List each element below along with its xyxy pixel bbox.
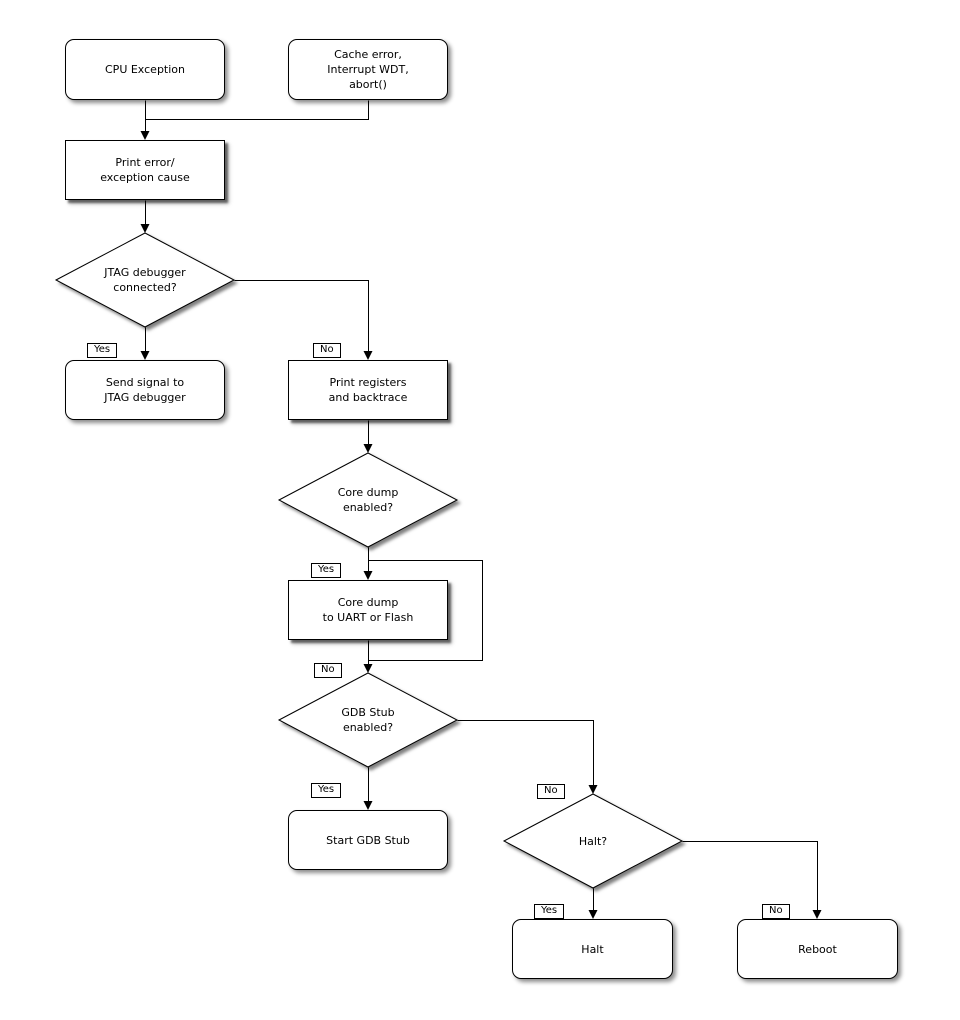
edge-label-jtag-no: No (313, 343, 341, 358)
node-cache-error: Cache error, Interrupt WDT, abort() (288, 39, 448, 100)
arrowheads (140, 131, 822, 919)
node-start-gdb-stub: Start GDB Stub (288, 810, 448, 870)
diamond-halt-question (502, 793, 684, 889)
diamond-jtag-connected (54, 232, 236, 328)
diamond-gdb-stub-enabled (277, 672, 459, 768)
edge-cacheerror-to-printerror (145, 100, 369, 120)
node-label: JTAG debugger (104, 391, 186, 404)
node-label: Send signal to (105, 376, 185, 389)
arrow-icon (588, 910, 598, 919)
arrow-icon (140, 131, 150, 140)
arrow-icon (363, 571, 373, 580)
edge-label-gdbstub-yes: Yes (311, 783, 342, 798)
node-halt: Halt (512, 919, 673, 979)
arrow-icon (363, 351, 373, 360)
node-cpu-exception: CPU Exception (65, 39, 225, 100)
arrow-icon (588, 785, 598, 794)
node-label: Cache error, (334, 48, 402, 61)
edge-label-halt-yes: Yes (534, 904, 565, 919)
arrow-icon (363, 801, 373, 810)
node-core-dump: Core dump to UART or Flash (288, 580, 448, 640)
node-label: and backtrace (328, 391, 408, 404)
node-label: Print registers (329, 376, 407, 389)
edge-label-coredump-yes: Yes (311, 563, 342, 578)
diamond-core-dump-enabled (277, 452, 459, 548)
edge-label-gdbstub-no: No (537, 784, 565, 799)
arrow-icon (363, 664, 373, 673)
edge-gdbq-no (457, 720, 594, 787)
edge-coredumpq-no-bypass (368, 560, 483, 661)
node-label: Halt (581, 942, 604, 956)
decision-diamonds (54, 232, 684, 889)
arrow-icon (140, 351, 150, 360)
arrow-icon (363, 444, 373, 453)
edge-label-coredump-no: No (314, 663, 342, 678)
edge-haltq-no (682, 841, 818, 912)
node-label: Core dump (337, 596, 399, 609)
node-send-signal: Send signal to JTAG debugger (65, 360, 225, 420)
edge-label-jtag-yes: Yes (87, 343, 118, 358)
node-label: to UART or Flash (322, 611, 414, 624)
node-label: exception cause (100, 171, 190, 184)
node-print-error: Print error/ exception cause (65, 140, 225, 200)
node-reboot: Reboot (737, 919, 898, 979)
node-label: abort() (349, 78, 387, 91)
arrow-icon (812, 910, 822, 919)
edge-lines (145, 100, 818, 912)
node-label: Print error/ (115, 156, 175, 169)
node-print-registers: Print registers and backtrace (288, 360, 448, 420)
edge-label-halt-no: No (762, 904, 790, 919)
edge-jtag-no (234, 280, 369, 353)
node-label: Start GDB Stub (326, 833, 410, 847)
arrow-icon (140, 224, 150, 233)
node-label: CPU Exception (105, 63, 185, 76)
node-label: Reboot (798, 942, 837, 956)
node-label: Interrupt WDT, (327, 63, 409, 76)
